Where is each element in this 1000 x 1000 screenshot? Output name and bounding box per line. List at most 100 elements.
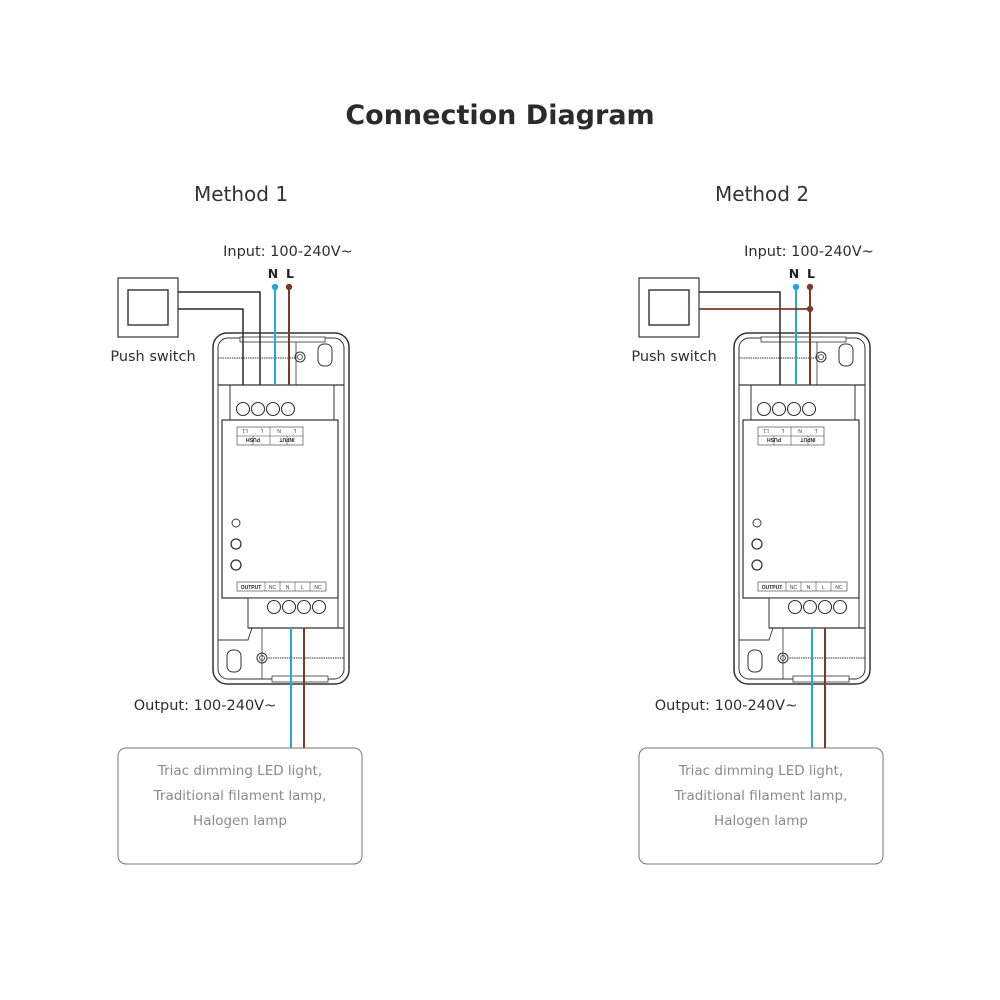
output-voltage-label: Output: 100-240V~	[655, 698, 798, 714]
method-heading: Method 2	[715, 182, 809, 206]
input-terminal-label: L	[293, 427, 296, 433]
adjust-button	[751, 538, 763, 550]
input-terminal-label: L	[260, 427, 263, 433]
wiring	[178, 283, 305, 748]
terminal-screw	[235, 401, 251, 417]
adjust-button	[230, 538, 242, 550]
input-terminal-label: N	[277, 427, 281, 433]
terminal-screw	[280, 401, 296, 417]
mount-screw-top	[815, 351, 827, 363]
input-terminal-label: N	[798, 427, 802, 433]
output-label-strip	[757, 581, 848, 592]
terminal-screw	[787, 599, 803, 615]
input-voltage-label: Input: 100-240V~	[223, 244, 353, 260]
output-terminal-label: L	[301, 585, 304, 591]
mount-slot-top	[317, 343, 333, 367]
input-group-label: INPUT	[280, 436, 295, 442]
output-group-label: OUTPUT	[241, 585, 262, 591]
top-clip	[760, 336, 847, 343]
terminal-screw	[817, 599, 833, 615]
live-label: L	[286, 266, 294, 281]
output-terminal-label: L	[822, 585, 825, 591]
mount-slot-bottom	[747, 649, 763, 673]
input-voltage-label: Input: 100-240V~	[744, 244, 874, 260]
output-terminal-label: NC	[269, 585, 277, 591]
terminal-screw	[771, 401, 787, 417]
terminal-screw	[786, 401, 802, 417]
output-terminal-label: NC	[835, 585, 843, 591]
load-box: Triac dimming LED light, Traditional fila…	[638, 747, 884, 865]
bottom-bracket-edge	[218, 627, 253, 641]
top-clip	[239, 336, 326, 343]
neutral-input-dot	[271, 283, 279, 291]
output-voltage-label: Output: 100-240V~	[134, 698, 277, 714]
terminal-screw	[296, 599, 312, 615]
method-heading: Method 1	[194, 182, 288, 206]
push-switch-button	[648, 289, 690, 326]
load-description-line: Triac dimming LED light,	[157, 763, 322, 779]
diagram-title: Connection Diagram	[345, 100, 654, 131]
terminal-screw	[266, 599, 282, 615]
load-description-line: Traditional filament lamp,	[153, 788, 327, 804]
output-group-label: OUTPUT	[762, 585, 783, 591]
neutral-label: N	[268, 266, 278, 281]
terminal-screw	[802, 599, 818, 615]
load-box: Triac dimming LED light, Traditional fila…	[117, 747, 363, 865]
terminal-screw	[281, 599, 297, 615]
live-label: L	[807, 266, 815, 281]
mount-slot-top	[838, 343, 854, 367]
push-switch-label: Push switch	[110, 349, 195, 365]
terminal-screw	[250, 401, 266, 417]
module-front-panel	[221, 419, 339, 599]
push-switch	[117, 277, 179, 338]
input-terminal-label: L1	[763, 427, 769, 433]
adjust-button	[751, 559, 763, 571]
push-group-label: PUSH	[767, 436, 781, 442]
terminal-screw	[756, 401, 772, 417]
bottom-clip	[271, 675, 329, 683]
neutral-label: N	[789, 266, 799, 281]
switch-wire-2	[178, 308, 244, 385]
indicator-led	[231, 518, 241, 528]
push-switch-label: Push switch	[631, 349, 716, 365]
live-input-dot	[285, 283, 293, 291]
adjust-button	[230, 559, 242, 571]
input-terminal-label: L1	[242, 427, 248, 433]
input-terminal-label: L	[814, 427, 817, 433]
load-box-frame	[638, 747, 884, 865]
mount-screw-top	[294, 351, 306, 363]
mount-slot-bottom	[226, 649, 242, 673]
wiring	[699, 283, 826, 748]
load-box-frame	[117, 747, 363, 865]
load-description-line: Halogen lamp	[714, 813, 808, 829]
bottom-clip	[792, 675, 850, 683]
terminal-screw	[832, 599, 848, 615]
switch-wire-1	[178, 291, 261, 385]
output-terminal-label: NC	[790, 585, 798, 591]
push-switch	[638, 277, 700, 338]
mount-screw-top-inner	[297, 354, 303, 360]
load-description-line: Halogen lamp	[193, 813, 287, 829]
switch-wire-1	[699, 291, 781, 385]
live-junction-dot	[806, 305, 814, 313]
terminal-screw	[311, 599, 327, 615]
load-description-line: Traditional filament lamp,	[674, 788, 848, 804]
input-group-label: INPUT	[801, 436, 816, 442]
live-input-dot	[806, 283, 814, 291]
mount-screw-top-inner	[818, 354, 824, 360]
bottom-bracket-edge	[739, 627, 774, 641]
indicator-led	[752, 518, 762, 528]
push-switch-button	[127, 289, 169, 326]
terminal-screw	[801, 401, 817, 417]
output-terminal-label: N	[286, 585, 290, 591]
load-description-line: Triac dimming LED light,	[678, 763, 843, 779]
